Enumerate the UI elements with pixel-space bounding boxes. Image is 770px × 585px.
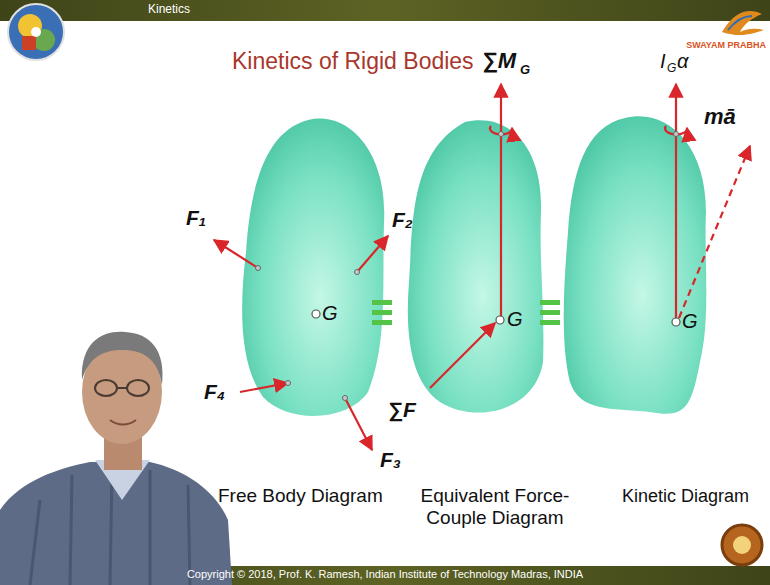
rigid-body: G [560,112,710,422]
rigid-body: G [405,112,545,422]
header-bar [0,0,770,21]
subscript: G [520,63,530,78]
centre-label: G [507,308,523,331]
force-label: ∑F [388,398,416,422]
institute-logo [8,4,64,60]
force-arrow [345,398,372,450]
mass-centre [496,316,504,324]
diagram-caption: Free Body Diagram [218,485,383,507]
moment-label: ∑M [482,48,516,73]
moment-arrow [675,84,677,319]
inertia-label: α [677,50,688,73]
swayam-logo [722,11,764,35]
moment-arrow [500,84,502,317]
mass-centre [312,310,320,318]
section-name: Kinetics [148,3,190,17]
force-label: F₃ [380,448,401,472]
presenter [0,332,232,585]
centre-label: G [322,302,338,325]
diagram-caption: Equivalent Force-Couple Diagram [410,485,580,529]
iit-logo [722,525,762,565]
logo-text: SWAYAM PRABHA [686,40,766,50]
mass-centre [672,318,680,326]
inertia-label: I [660,50,666,73]
rigid-body: G [238,112,388,422]
subscript: G [667,62,676,76]
body-outline [405,112,545,422]
inertia-force-label: mā [704,104,736,129]
force-label: F₄ [204,380,225,404]
force-label: F₂ [392,208,413,232]
body-outline [238,112,388,422]
copyright-note: Copyright © 2018, Prof. K. Ramesh, India… [0,568,770,581]
force-label: F₁ [186,206,206,230]
diagram-caption: Kinetic Diagram [622,486,749,507]
slide-title: Kinetics of Rigid Bodies [232,48,474,74]
centre-label: G [682,310,698,333]
body-outline [560,112,710,422]
